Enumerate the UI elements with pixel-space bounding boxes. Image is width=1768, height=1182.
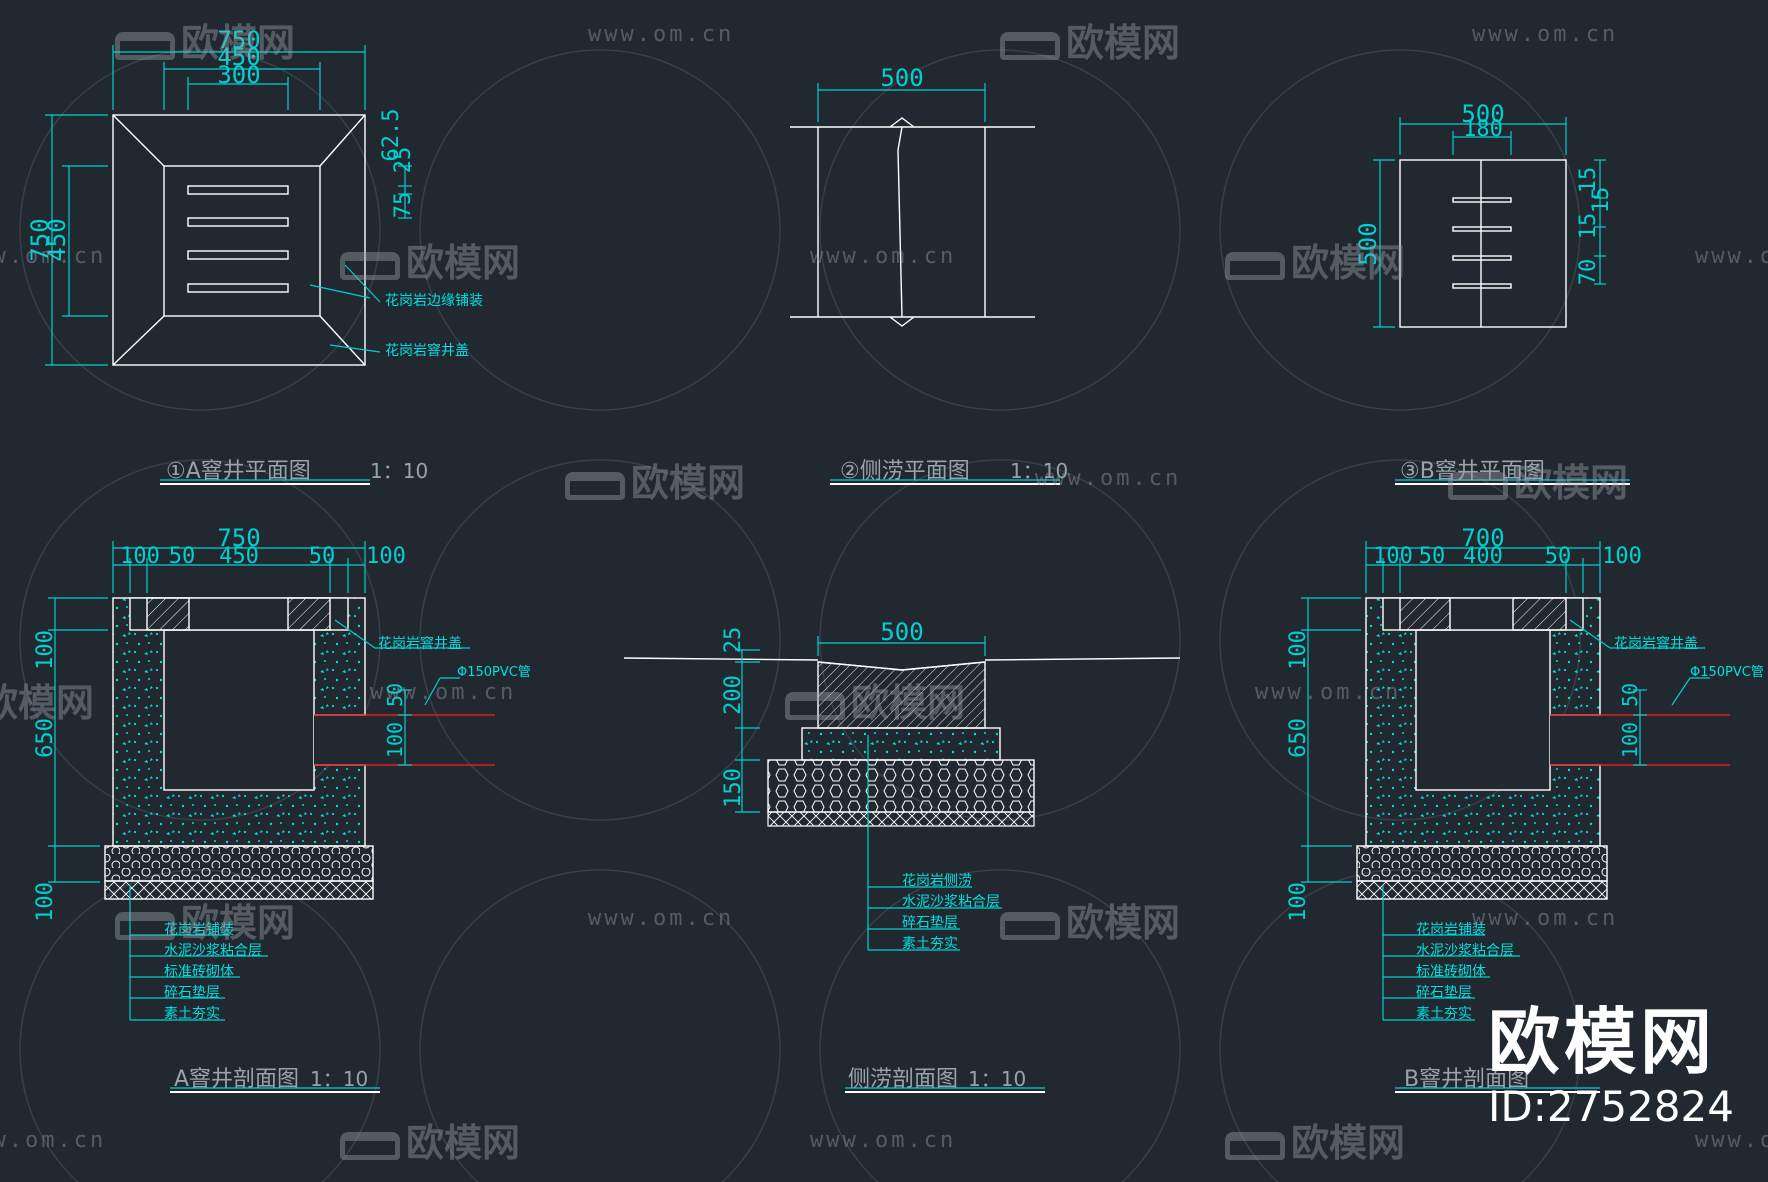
plan-side-dim-500: 500 — [880, 64, 923, 92]
plan-a-dim-left-750: 750 — [26, 218, 54, 261]
plan-a-dim-750: 750 — [217, 26, 260, 54]
section-side-legend-0: 花岗岩侧涝 — [902, 873, 972, 889]
section-b-label-cover: 花岗岩窨井盖 — [1614, 635, 1698, 652]
plan-b-title: ③B窨井平面图 — [1400, 459, 1545, 484]
plan-a-dim-62-5: 62.5 — [379, 109, 404, 162]
section-b-label-pvc: Φ150PVC管 — [1690, 665, 1764, 680]
section-b-legend-0: 花岗岩铺装 — [1416, 922, 1486, 938]
section-side-dim-500: 500 — [880, 618, 923, 646]
plan-b-dim-70: 70 — [1576, 259, 1601, 286]
section-side-dim-25: 25 — [721, 627, 746, 654]
section-b-manhole: 700 100 50 400 50 100 100 650 100 50 100… — [1286, 524, 1764, 1093]
plan-b-dim-15-b: 15 — [1589, 187, 1614, 214]
section-a-dim-50: 50 — [383, 683, 407, 707]
section-b-dim-left-100a: 100 — [1286, 630, 1311, 670]
plan-a-label-cover: 花岗岩窨井盖 — [385, 342, 469, 359]
section-a-dim-left-100b: 100 — [33, 882, 58, 922]
plan-a-manhole: 750 450 300 750 450 62.5 25 75 花岗岩边缘铺装 花… — [26, 26, 483, 485]
section-side-dim-200: 200 — [721, 675, 746, 715]
plan-a-scale: 1：10 — [370, 459, 428, 483]
plan-a-dim-25: 25 — [391, 147, 416, 174]
plan-b-manhole: 500 180 500 15 15 15 70 ③B窨井平面图 — [1354, 100, 1630, 485]
section-b-dim-left-100b: 100 — [1286, 882, 1311, 922]
section-a-scale: 1：10 — [310, 1067, 368, 1091]
section-a-label-cover: 花岗岩窨井盖 — [378, 635, 462, 652]
section-b-dim-100-right: 100 — [1602, 544, 1642, 569]
plan-a-dim-75: 75 — [391, 192, 416, 219]
section-b-dim-700: 700 — [1461, 524, 1504, 552]
plan-b-dim-180: 180 — [1463, 117, 1503, 142]
section-side-legend-3: 素土夯实 — [902, 936, 958, 952]
section-side-scale: 1：10 — [968, 1067, 1026, 1091]
section-side-drain: 500 25 200 150 花岗岩侧涝 水泥沙浆粘合层 碎石垫层 素土夯实 侧… — [623, 618, 1181, 1093]
section-a-legend-0: 花岗岩铺装 — [164, 922, 234, 938]
section-a-dim-left-650: 650 — [33, 718, 58, 758]
plan-a-dim-left-450: 450 — [43, 218, 71, 261]
section-b-legend-1: 水泥沙浆粘合层 — [1416, 943, 1514, 959]
plan-a-dim-300: 300 — [217, 61, 260, 89]
plan-b-dim-15-c: 15 — [1576, 213, 1601, 240]
section-side-title: 侧涝剖面图 — [848, 1067, 958, 1092]
watermark-circles — [19, 49, 1581, 1182]
plan-b-dim-500: 500 — [1461, 100, 1504, 128]
section-a-legend-2: 标准砖砌体 — [164, 964, 234, 980]
section-b-dim-left-650: 650 — [1286, 718, 1311, 758]
section-b-dim-400: 400 — [1463, 544, 1503, 569]
section-b-legend-3: 碎石垫层 — [1416, 985, 1472, 1001]
section-a-legend-3: 碎石垫层 — [164, 985, 220, 1001]
section-a-dim-100: 100 — [383, 722, 407, 758]
brand-name: 欧模网 — [1488, 1000, 1717, 1084]
section-a-legend-4: 素土夯实 — [164, 1006, 220, 1022]
section-side-legend-2: 碎石垫层 — [902, 915, 958, 931]
brand-id: ID:2752824 — [1488, 1082, 1734, 1131]
plan-side-drain: 500 ②侧涝平面图 1：10 — [790, 64, 1068, 485]
section-b-legend-4: 素土夯实 — [1416, 1006, 1472, 1022]
section-a-manhole: 750 100 50 450 50 100 100 650 100 50 100… — [33, 524, 531, 1093]
plan-a-dim-450: 450 — [217, 43, 260, 71]
section-b-dim-100: 100 — [1618, 722, 1642, 758]
plan-a-title: ①A窨井平面图 — [166, 459, 311, 484]
section-side-dim-150: 150 — [721, 768, 746, 808]
section-a-dim-450: 450 — [219, 544, 259, 569]
section-b-legend-2: 标准砖砌体 — [1416, 964, 1486, 980]
section-b-dim-50-right: 50 — [1545, 544, 1572, 569]
section-a-dim-100-left: 100 — [120, 544, 160, 569]
section-side-legend-1: 水泥沙浆粘合层 — [902, 894, 1000, 910]
plan-a-label-edge-paving: 花岗岩边缘铺装 — [385, 293, 483, 309]
section-a-label-pvc: Φ150PVC管 — [457, 665, 531, 680]
section-a-dim-50-left: 50 — [169, 544, 196, 569]
section-a-dim-750: 750 — [217, 524, 260, 552]
section-a-dim-50-right: 50 — [309, 544, 336, 569]
section-a-dim-100-right: 100 — [366, 544, 406, 569]
plan-side-title: ②侧涝平面图 — [840, 459, 970, 484]
section-b-dim-50: 50 — [1618, 683, 1642, 707]
section-b-title: B窨井剖面图 — [1404, 1067, 1529, 1092]
section-b-dim-50-left: 50 — [1419, 544, 1446, 569]
section-a-legend-1: 水泥沙浆粘合层 — [164, 943, 262, 959]
plan-side-scale: 1：10 — [1010, 459, 1068, 483]
section-b-dim-100-left: 100 — [1373, 544, 1413, 569]
section-a-dim-left-100a: 100 — [33, 630, 58, 670]
plan-b-dim-15-a: 15 — [1576, 167, 1601, 194]
brand-stamp: 欧模网 ID:2752824 — [1488, 1002, 1734, 1132]
section-a-title: A窨井剖面图 — [174, 1067, 299, 1092]
plan-b-dim-left-500: 500 — [1354, 222, 1382, 265]
